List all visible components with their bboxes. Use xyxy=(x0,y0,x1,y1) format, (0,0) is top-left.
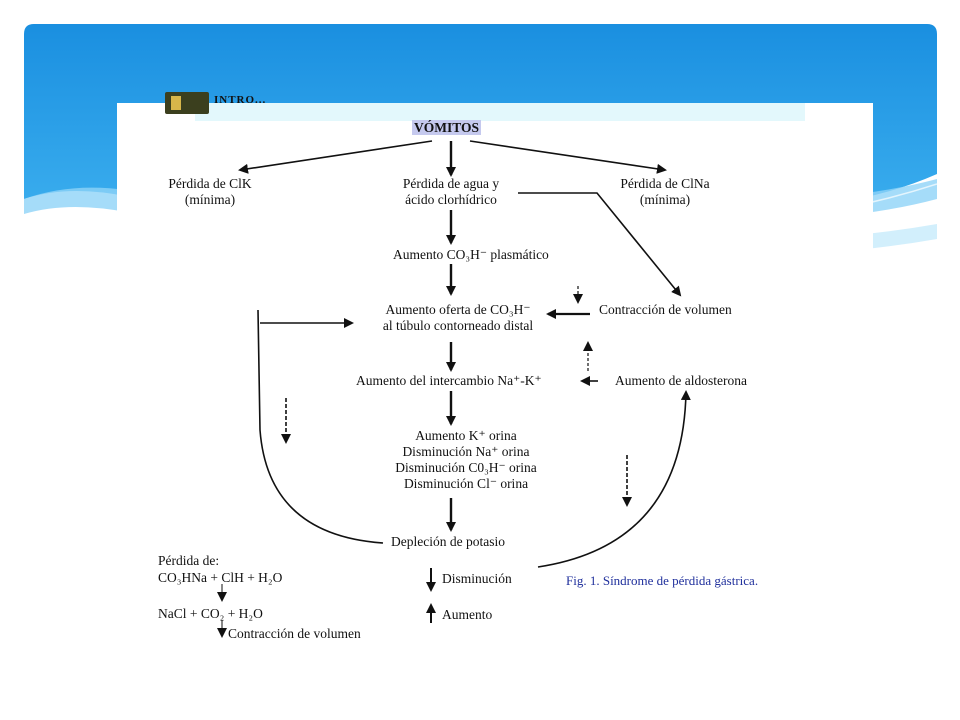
node-orina-line2: Disminución Na⁺ orina xyxy=(402,444,530,459)
node-perdida-agua: Pérdida de agua y ácido clorhídrico xyxy=(381,176,521,208)
equation-line1: CO₃HNa + ClH + H₂O xyxy=(158,570,283,585)
node-perdida-agua-line2: ácido clorhídrico xyxy=(405,192,497,207)
node-perdida-clk-line1: Pérdida de ClK xyxy=(168,176,252,191)
node-perdida-clk-line2: (mínima) xyxy=(184,192,236,207)
document-header-strip xyxy=(195,103,805,121)
journal-logo xyxy=(165,92,209,114)
document-page xyxy=(117,103,873,663)
arrow-vomitos-to-clk xyxy=(238,140,433,174)
equation-title: Pérdida de: xyxy=(158,553,220,568)
node-aumento-oferta-line2: al túbulo contorneado distal xyxy=(382,318,534,333)
arrow-agua-to-contraccion xyxy=(518,192,682,297)
arrow-vomitos-to-clna xyxy=(469,140,667,174)
legend-disminucion: Disminución xyxy=(442,571,512,586)
node-deplecion: Depleción de potasio xyxy=(391,534,505,549)
equation-line3: Contracción de volumen xyxy=(228,626,361,641)
node-orina-line4: Disminución Cl⁻ orina xyxy=(403,476,529,491)
node-contraccion: Contracción de volumen xyxy=(599,302,732,317)
arrow-deplecion-to-aldosterona xyxy=(537,390,691,568)
legend-aumento: Aumento xyxy=(442,607,493,622)
equation-line2: NaCl + CO₂ + H₂O xyxy=(158,606,263,621)
node-perdida-clna-line2: (mínima) xyxy=(639,192,691,207)
node-aumento-oferta-line1: Aumento oferta de CO₃H⁻ xyxy=(385,302,531,317)
node-orina: Aumento K⁺ orina Disminución Na⁺ orina D… xyxy=(386,428,546,492)
node-intercambio: Aumento del intercambio Na⁺-K⁺ xyxy=(356,373,542,388)
node-aumento-co3h: Aumento CO₃H⁻ plasmático xyxy=(393,247,549,262)
logo-text: INTRO... xyxy=(214,94,267,106)
arrow-deplecion-to-left-loop xyxy=(257,309,384,544)
node-orina-line1: Aumento K⁺ orina xyxy=(415,428,517,443)
node-perdida-clk: Pérdida de ClK (mínima) xyxy=(150,176,270,208)
node-perdida-clna-line1: Pérdida de ClNa xyxy=(620,176,710,191)
node-orina-line3: Disminución C0₃H⁻ orina xyxy=(395,460,537,475)
node-vomitos: VÓMITOS xyxy=(412,120,482,135)
figure-caption: Fig. 1. Síndrome de pérdida gástrica. xyxy=(566,573,759,588)
node-aumento-oferta: Aumento oferta de CO₃H⁻ al túbulo contor… xyxy=(368,302,548,334)
node-perdida-clna: Pérdida de ClNa (mínima) xyxy=(600,176,730,208)
node-aldosterona: Aumento de aldosterona xyxy=(615,373,747,388)
node-perdida-agua-line1: Pérdida de agua y xyxy=(402,176,500,191)
